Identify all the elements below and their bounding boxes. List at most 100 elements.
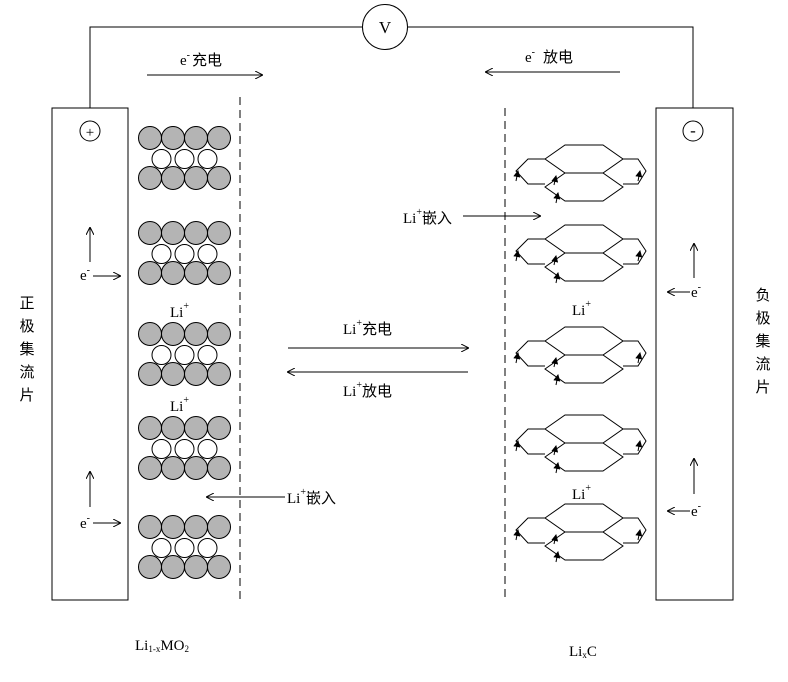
voltmeter: V [362,4,408,50]
metal-oxide-atom [184,322,208,346]
metal-oxide-atom [184,126,208,150]
metal-oxide-atom [138,322,162,346]
graphite-layer [513,503,647,563]
voltmeter-symbol: V [379,18,392,37]
graphite-layer [513,326,647,386]
metal-oxide-atom [161,322,185,346]
lithium-vacancy-atom [197,149,218,169]
metal-oxide-atom [184,456,208,480]
center-discharge: Li+放电 [288,372,468,400]
lithium-vacancy-atom [151,345,172,365]
lithium-vacancy-atom [174,244,195,264]
lithium-vacancy-atom [151,244,172,264]
lithium-vacancy-atom [197,538,218,558]
lithium-vacancy-atom [174,439,195,459]
svg-text:+: + [86,125,94,141]
metal-oxide-atom [207,221,231,245]
positive-electron-label: e- [80,513,90,532]
lithium-vacancy-atom [174,345,195,365]
metal-oxide-atom [161,362,185,386]
negative-terminal: - [682,120,704,142]
cathode-atom-layer [138,515,231,579]
metal-oxide-atom [161,166,185,190]
positive-current-collector [51,107,129,601]
svg-text:片: 片 [19,386,34,404]
positive-collector-label: 正 极 集 流 片 [19,294,34,404]
charge-electron-flow: e-充电 [147,50,262,75]
svg-text:正: 正 [19,294,34,312]
metal-oxide-atom [161,555,185,579]
metal-oxide-atom [138,166,162,190]
metal-oxide-atom [207,166,231,190]
charge-electron-label: e-充电 [180,50,222,69]
negative-electron-label: e- [691,501,701,520]
cathode-ion-label: Li+ [170,301,189,321]
metal-oxide-atom [138,515,162,539]
svg-text:集: 集 [19,340,34,358]
anode-ion-label: Li+ [572,483,591,503]
svg-text:流: 流 [19,363,34,381]
metal-oxide-atom [161,456,185,480]
cathode-insertion: Li+嵌入 [207,487,336,507]
metal-oxide-atom [138,416,162,440]
metal-oxide-atom [207,362,231,386]
cathode-insertion-label: Li+嵌入 [287,487,336,507]
svg-text:极: 极 [19,317,34,335]
metal-oxide-atom [207,416,231,440]
svg-text:负: 负 [755,286,770,304]
lithium-vacancy-atom [151,149,172,169]
svg-text:极: 极 [755,309,770,327]
lithium-vacancy-atom [151,538,172,558]
cathode-atom-layer [138,322,231,386]
metal-oxide-atom [184,166,208,190]
anode-insertion-label: Li+嵌入 [403,207,452,227]
metal-oxide-atom [161,416,185,440]
lithium-vacancy-atom [151,439,172,459]
anode-layers [513,144,647,563]
graphite-layer [513,224,647,284]
metal-oxide-atom [184,515,208,539]
metal-oxide-atom [161,221,185,245]
metal-oxide-atom [138,126,162,150]
lithium-vacancy-atom [197,345,218,365]
metal-oxide-atom [207,515,231,539]
metal-oxide-atom [207,322,231,346]
cathode-ion-label: Li+ [170,395,189,415]
positive-terminal: + [79,120,101,142]
metal-oxide-atom [184,555,208,579]
cathode-atom-layer [138,221,231,285]
graphite-layer [513,414,647,474]
lithium-vacancy-atom [197,244,218,264]
metal-oxide-atom [207,126,231,150]
center-charge-label: Li+充电 [343,318,392,338]
discharge-electron-flow: e-放电 [486,47,620,72]
metal-oxide-atom [184,416,208,440]
center-discharge-label: Li+放电 [343,380,392,400]
cathode-material-label: Li1-xMO2 [135,638,189,654]
discharge-electron-label: e-放电 [525,47,573,66]
metal-oxide-atom [161,515,185,539]
anode-insertion: Li+嵌入 [403,207,540,227]
metal-oxide-atom [184,221,208,245]
metal-oxide-atom [161,126,185,150]
anode-ion-label: Li+ [572,299,591,319]
metal-oxide-atom [184,362,208,386]
cathode-atom-layer [138,126,231,190]
metal-oxide-atom [138,555,162,579]
negative-electron-label: e- [691,282,701,301]
cathode-layers [138,126,231,579]
metal-oxide-atom [138,221,162,245]
cathode-atom-layer [138,416,231,480]
graphite-layer [513,144,647,204]
lithium-vacancy-atom [174,538,195,558]
positive-electron-label: e- [80,265,90,284]
lithium-vacancy-atom [197,439,218,459]
metal-oxide-atom [207,555,231,579]
metal-oxide-atom [207,456,231,480]
anode-material-label: LixC [569,644,597,660]
metal-oxide-atom [161,261,185,285]
svg-text:集: 集 [755,332,770,350]
svg-text:-: - [690,121,696,140]
svg-text:流: 流 [755,355,770,373]
